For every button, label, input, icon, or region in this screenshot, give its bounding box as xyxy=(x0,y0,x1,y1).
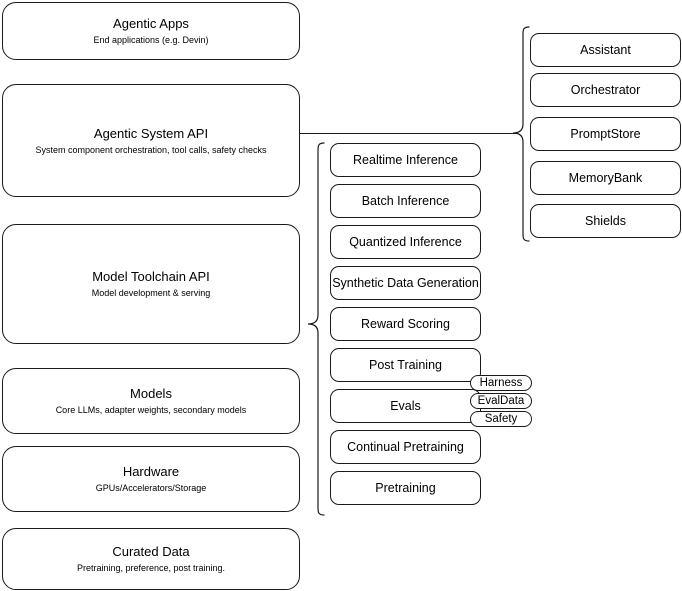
brace-right-column xyxy=(512,26,530,242)
pill-label: Orchestrator xyxy=(570,82,641,97)
brace-middle-column xyxy=(307,142,325,516)
pill-label: Realtime Inference xyxy=(353,152,458,167)
badge-safety[interactable]: Safety xyxy=(470,411,532,427)
pill-memorybank[interactable]: MemoryBank xyxy=(530,161,681,195)
pill-label: Synthetic Data Generation xyxy=(332,275,479,290)
pill-synthetic-data-generation[interactable]: Synthetic Data Generation xyxy=(330,266,481,300)
pill-pretraining[interactable]: Pretraining xyxy=(330,471,481,505)
pill-evals[interactable]: Evals xyxy=(330,389,481,423)
pill-continual-pretraining[interactable]: Continual Pretraining xyxy=(330,430,481,464)
pill-post-training[interactable]: Post Training xyxy=(330,348,481,382)
pill-reward-scoring[interactable]: Reward Scoring xyxy=(330,307,481,341)
layer-subtitle: System component orchestration, tool cal… xyxy=(35,144,267,155)
pill-label: Pretraining xyxy=(375,480,436,495)
layer-box-agentic-apps[interactable]: Agentic Apps End applications (e.g. Devi… xyxy=(2,2,300,60)
connector-line-agentic-system-api xyxy=(300,133,518,134)
pill-label: PromptStore xyxy=(570,126,641,141)
pill-label: Post Training xyxy=(369,357,442,372)
layer-title: Agentic Apps xyxy=(113,16,189,31)
badge-label: Safety xyxy=(484,412,518,425)
layer-subtitle: End applications (e.g. Devin) xyxy=(93,35,209,45)
pill-batch-inference[interactable]: Batch Inference xyxy=(330,184,481,218)
layer-subtitle: Model development & serving xyxy=(91,288,211,298)
layer-box-agentic-system-api[interactable]: Agentic System API System component orch… xyxy=(2,84,300,197)
layer-subtitle: GPUs/Accelerators/Storage xyxy=(95,483,207,493)
pill-label: Reward Scoring xyxy=(361,316,450,331)
pill-promptstore[interactable]: PromptStore xyxy=(530,117,681,151)
pill-label: MemoryBank xyxy=(568,170,643,185)
layer-title: Curated Data xyxy=(112,544,190,559)
pill-label: Assistant xyxy=(580,42,631,57)
layer-title: Model Toolchain API xyxy=(92,269,210,284)
badge-label: EvalData xyxy=(477,394,525,407)
pill-label: Batch Inference xyxy=(361,193,450,208)
layer-box-hardware[interactable]: Hardware GPUs/Accelerators/Storage xyxy=(2,446,300,512)
pill-orchestrator[interactable]: Orchestrator xyxy=(530,73,681,107)
pill-label: Continual Pretraining xyxy=(347,439,464,454)
badge-label: Harness xyxy=(479,376,523,389)
pill-label: Evals xyxy=(390,398,421,413)
layer-subtitle: Pretraining, preference, post training. xyxy=(76,563,226,573)
pill-assistant[interactable]: Assistant xyxy=(530,33,681,67)
pill-quantized-inference[interactable]: Quantized Inference xyxy=(330,225,481,259)
layer-subtitle: Core LLMs, adapter weights, secondary mo… xyxy=(55,405,247,415)
badge-evaldata[interactable]: EvalData xyxy=(470,393,532,409)
layer-title: Models xyxy=(130,386,172,401)
layer-title: Agentic System API xyxy=(93,125,209,141)
pill-label: Quantized Inference xyxy=(349,234,462,249)
layer-box-model-toolchain-api[interactable]: Model Toolchain API Model development & … xyxy=(2,224,300,344)
layer-title: Hardware xyxy=(122,464,180,479)
pill-label: Shields xyxy=(585,213,626,228)
layer-box-curated-data[interactable]: Curated Data Pretraining, preference, po… xyxy=(2,528,300,590)
badge-harness[interactable]: Harness xyxy=(470,375,532,391)
pill-realtime-inference[interactable]: Realtime Inference xyxy=(330,143,481,177)
pill-shields[interactable]: Shields xyxy=(530,204,681,238)
layer-box-models[interactable]: Models Core LLMs, adapter weights, secon… xyxy=(2,368,300,434)
